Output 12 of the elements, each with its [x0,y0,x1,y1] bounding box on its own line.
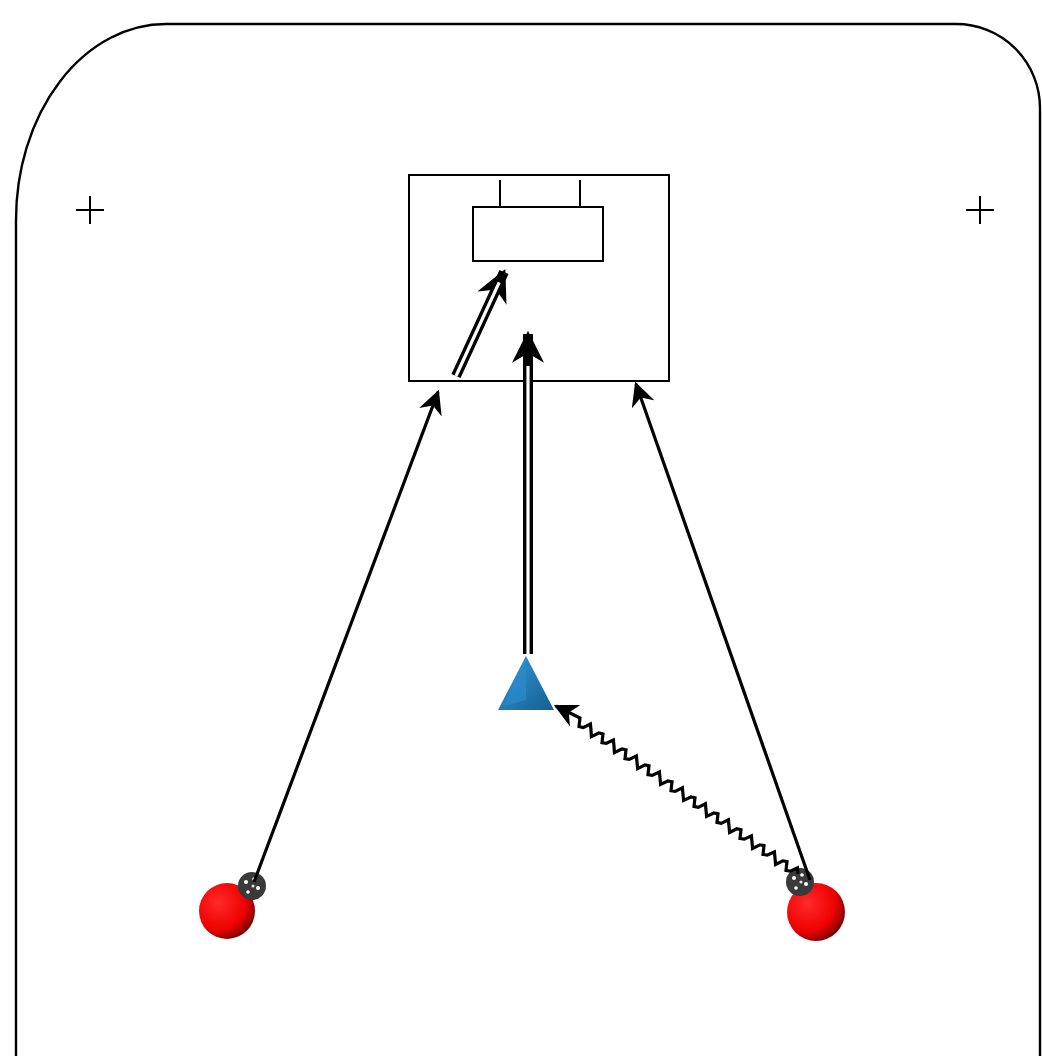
ball-icon [784,866,816,898]
player-marker [198,882,256,940]
arrow [631,381,812,881]
player-marker [786,882,846,942]
goal-area-box [408,174,670,382]
double-line-arrow [451,269,509,379]
double-line-arrow [512,330,544,654]
cone-marker [498,656,554,710]
goal-drawing [472,180,604,262]
ball-icon [236,870,268,902]
arrow [252,389,442,883]
wavy-arrow [553,704,800,875]
